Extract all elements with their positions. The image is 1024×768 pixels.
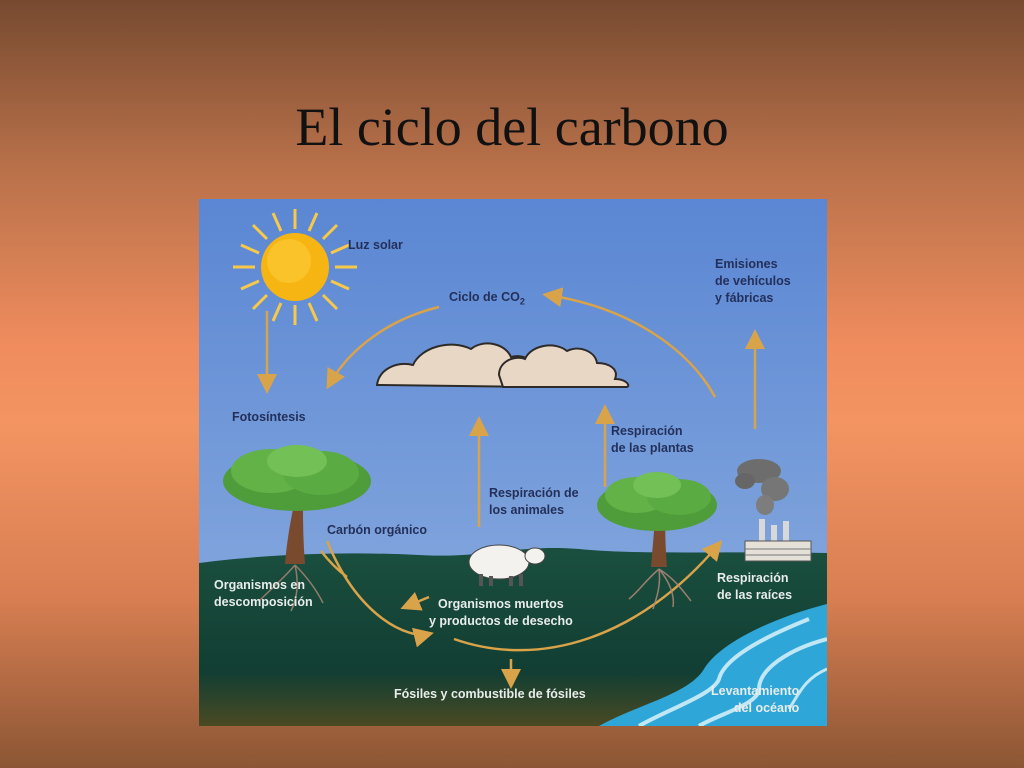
plant-respiration-label: Respiración de las plantas — [611, 423, 694, 457]
plant-respiration-line2: de las plantas — [611, 441, 694, 455]
dead-organisms-line1: Organismos muertos — [438, 597, 564, 611]
ocean-icon — [599, 604, 827, 726]
root-respiration-label: Respiración de las raíces — [717, 570, 792, 604]
tree-icon — [597, 472, 717, 610]
fossils-label: Fósiles y combustible de fósiles — [394, 687, 586, 701]
sun-icon — [233, 209, 357, 325]
dead-organisms-line2: y productos de desecho — [429, 614, 573, 628]
root-respiration-line2: de las raíces — [717, 588, 793, 602]
organic-carbon-label: Carbón orgánico — [327, 523, 428, 537]
sunlight-label: Luz solar — [348, 238, 403, 252]
diagram-canvas — [199, 199, 827, 726]
plant-respiration-line1: Respiración — [611, 424, 683, 438]
cloud-icon — [375, 342, 630, 389]
emissions-label-line3: y fábricas — [715, 291, 774, 305]
root-respiration-line1: Respiración — [717, 571, 789, 585]
decomposers-label: Organismos en descomposición — [214, 577, 313, 611]
co2-cycle-label: Ciclo de CO2 — [449, 289, 525, 311]
emissions-label-line1: Emisiones — [715, 257, 778, 271]
animal-respiration-line2: los animales — [489, 503, 565, 517]
animal-respiration-label: Respiración de los animales — [489, 485, 579, 519]
emissions-label-line2: de vehículos — [715, 274, 791, 288]
tree-icon — [223, 445, 371, 612]
animal-respiration-line1: Respiración de — [489, 486, 579, 500]
sheep-icon — [468, 544, 546, 586]
co2-cycle-text: Ciclo de CO — [449, 290, 520, 304]
carbon-cycle-diagram: Luz solar Ciclo de CO2 Emisiones de vehí… — [199, 199, 827, 726]
ocean-uplift-label: Levantamiento del océano — [711, 683, 799, 717]
cycle-arrows — [257, 287, 765, 689]
emissions-label: Emisiones de vehículos y fábricas — [715, 256, 791, 307]
slide-title: El ciclo del carbono — [295, 97, 729, 157]
ocean-uplift-line1: Levantamiento — [711, 684, 800, 698]
decomposers-line2: descomposición — [214, 595, 313, 609]
ocean-uplift-line2: del océano — [733, 701, 800, 715]
dead-organisms-label: Organismos muertos y productos de desech… — [429, 596, 573, 630]
photosynthesis-label: Fotosíntesis — [232, 410, 306, 424]
factory-icon — [744, 519, 812, 562]
smoke-icon — [735, 459, 789, 515]
co2-subscript: 2 — [519, 296, 525, 307]
decomposers-line1: Organismos en — [214, 578, 305, 592]
